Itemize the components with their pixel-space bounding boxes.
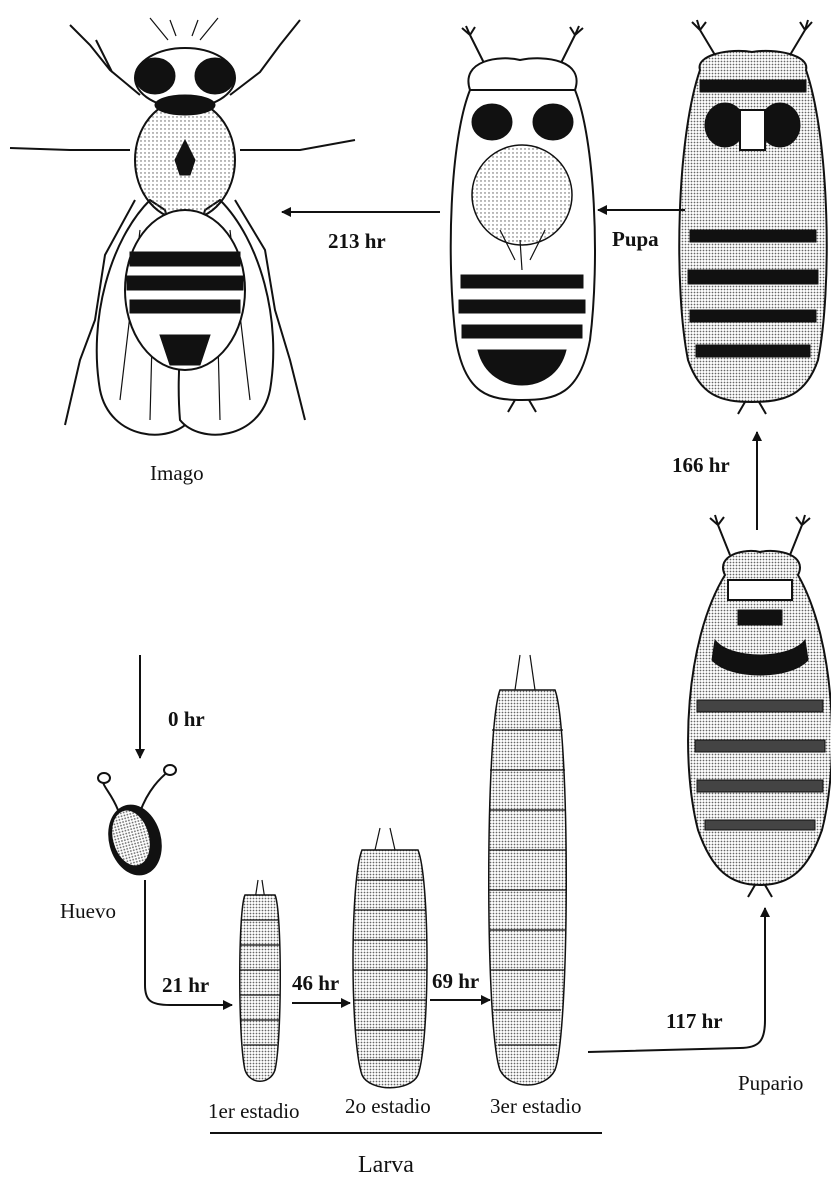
label-117hr: 117 hr [666, 1009, 723, 1033]
larva-instar1-illustration [240, 880, 281, 1081]
label-larva: Larva [358, 1152, 414, 1178]
egg-illustration [98, 765, 176, 882]
larva-instar2-illustration [353, 828, 427, 1088]
label-46hr: 46 hr [292, 971, 339, 995]
label-pupario: Pupario [738, 1071, 803, 1095]
label-0hr: 0 hr [168, 707, 205, 731]
pupa-illustration [451, 26, 595, 412]
pupa-dark-illustration [679, 20, 826, 414]
label-imago: Imago [150, 461, 204, 485]
label-213hr: 213 hr [328, 229, 386, 253]
larva-instar3-illustration [489, 655, 567, 1085]
label-21hr: 21 hr [162, 973, 209, 997]
label-166hr: 166 hr [672, 453, 730, 477]
label-instar1: 1er estadio [208, 1099, 300, 1123]
label-pupa: Pupa [612, 227, 659, 251]
label-instar2: 2o estadio [345, 1094, 431, 1118]
imago-fly-illustration [10, 18, 355, 435]
puparium-illustration [688, 515, 831, 897]
label-instar3: 3er estadio [490, 1094, 582, 1118]
label-huevo: Huevo [60, 899, 116, 923]
label-69hr: 69 hr [432, 969, 479, 993]
